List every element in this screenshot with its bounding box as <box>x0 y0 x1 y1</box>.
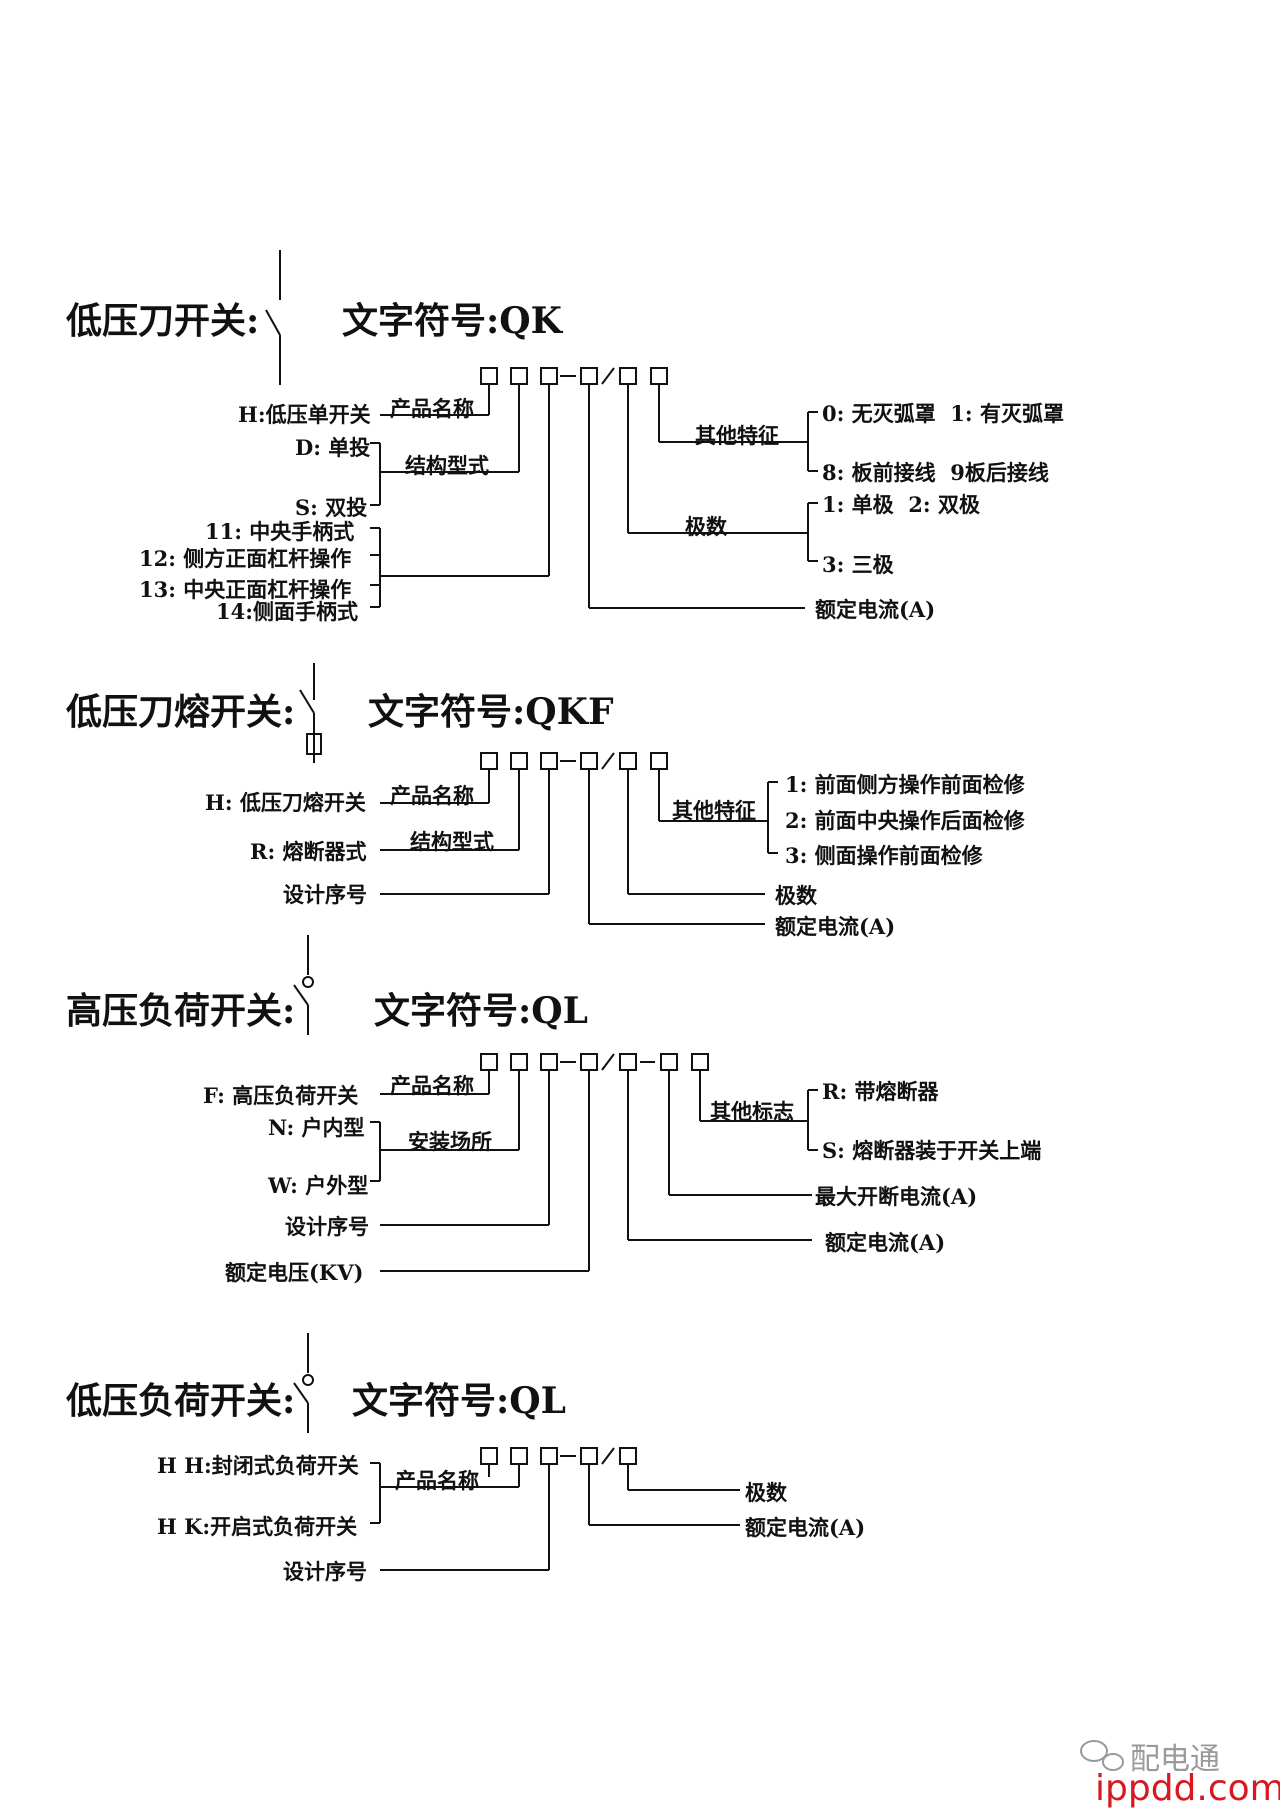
section-3-title: 高压负荷开关: <box>66 990 296 1032</box>
code-label-other-marks: 其他标志 <box>710 1099 794 1124</box>
left-label: H: 低压刀熔开关 <box>205 790 366 815</box>
wechat-icon <box>1080 1740 1124 1771</box>
right-label: R: 带熔断器 <box>822 1079 939 1104</box>
right-label: 额定电流(A) <box>745 1515 866 1540</box>
code-label-product-name: 产品名称 <box>395 1468 479 1493</box>
code-label-product-name: 产品名称 <box>390 783 474 808</box>
left-label: N: 户内型 <box>268 1115 365 1140</box>
right-label: 额定电流(A) <box>775 914 896 939</box>
right-label: 极数 <box>775 883 817 908</box>
right-label: 极数 <box>745 1480 787 1505</box>
section-3-symbol: 文字符号:QL <box>374 990 588 1032</box>
right-label: 1: 单极 2: 双极 <box>822 492 980 517</box>
code-label-structure: 结构型式 <box>410 829 494 854</box>
code-label-other-features: 其他特征 <box>695 423 779 448</box>
section-2-lines <box>299 663 778 925</box>
right-label: 最大开断电流(A) <box>815 1184 978 1209</box>
left-label: 设计序号 <box>283 1559 367 1584</box>
left-label: H K:开启式负荷开关 <box>157 1514 358 1539</box>
section-4-lines <box>293 1333 740 1571</box>
right-label: 额定电流(A) <box>825 1230 946 1255</box>
left-label: F: 高压负荷开关 <box>203 1083 359 1108</box>
left-label: H H:封闭式负荷开关 <box>157 1453 359 1478</box>
right-label: S: 熔断器装于开关上端 <box>822 1138 1042 1163</box>
right-label: 1: 前面侧方操作前面检修 <box>785 772 1025 797</box>
left-label: 12: 侧方正面杠杆操作 <box>139 546 352 571</box>
right-label: 0: 无灭弧罩 1: 有灭弧罩 <box>822 401 1064 426</box>
code-label-install-location: 安装场所 <box>408 1129 492 1154</box>
left-label: 设计序号 <box>285 1214 369 1239</box>
left-label: 11: 中央手柄式 <box>205 519 355 544</box>
section-1-lines <box>265 250 818 609</box>
code-label-product-name: 产品名称 <box>390 1073 474 1098</box>
left-label: 设计序号 <box>283 882 367 907</box>
right-label: 2: 前面中央操作后面检修 <box>785 808 1025 833</box>
code-label-other-features: 其他特征 <box>672 798 756 823</box>
code-label-structure: 结构型式 <box>405 453 489 478</box>
section-2-symbol: 文字符号:QKF <box>368 691 614 733</box>
left-label: H:低压单开关 <box>238 402 371 427</box>
right-label: 3: 三极 <box>822 552 894 577</box>
section-3-lines <box>293 935 818 1272</box>
section-4-title: 低压负荷开关: <box>66 1380 296 1422</box>
right-label: 8: 板前接线 9板后接线 <box>822 460 1049 485</box>
right-label: 额定电流(A) <box>815 597 936 622</box>
left-label: S: 双投 <box>295 495 368 520</box>
section-2-title: 低压刀熔开关: <box>66 691 296 733</box>
code-label-poles: 极数 <box>685 514 727 539</box>
watermark-url: ippdd.com <box>1095 1768 1280 1809</box>
left-label: 额定电压(KV) <box>225 1260 364 1285</box>
left-label: 13: 中央正面杠杆操作 <box>139 577 352 602</box>
watermark-name: 配电通 <box>1130 1742 1220 1777</box>
left-label: W: 户外型 <box>268 1173 369 1198</box>
right-label: 3: 侧面操作前面检修 <box>785 843 983 868</box>
code-label-product-name: 产品名称 <box>390 396 474 421</box>
left-label: D: 单投 <box>295 435 371 460</box>
section-4-symbol: 文字符号:QL <box>352 1380 566 1422</box>
section-1-symbol: 文字符号:QK <box>342 300 562 342</box>
left-label: 14:侧面手柄式 <box>216 599 358 624</box>
section-1-title: 低压刀开关: <box>66 300 260 342</box>
left-label: R: 熔断器式 <box>250 839 367 864</box>
